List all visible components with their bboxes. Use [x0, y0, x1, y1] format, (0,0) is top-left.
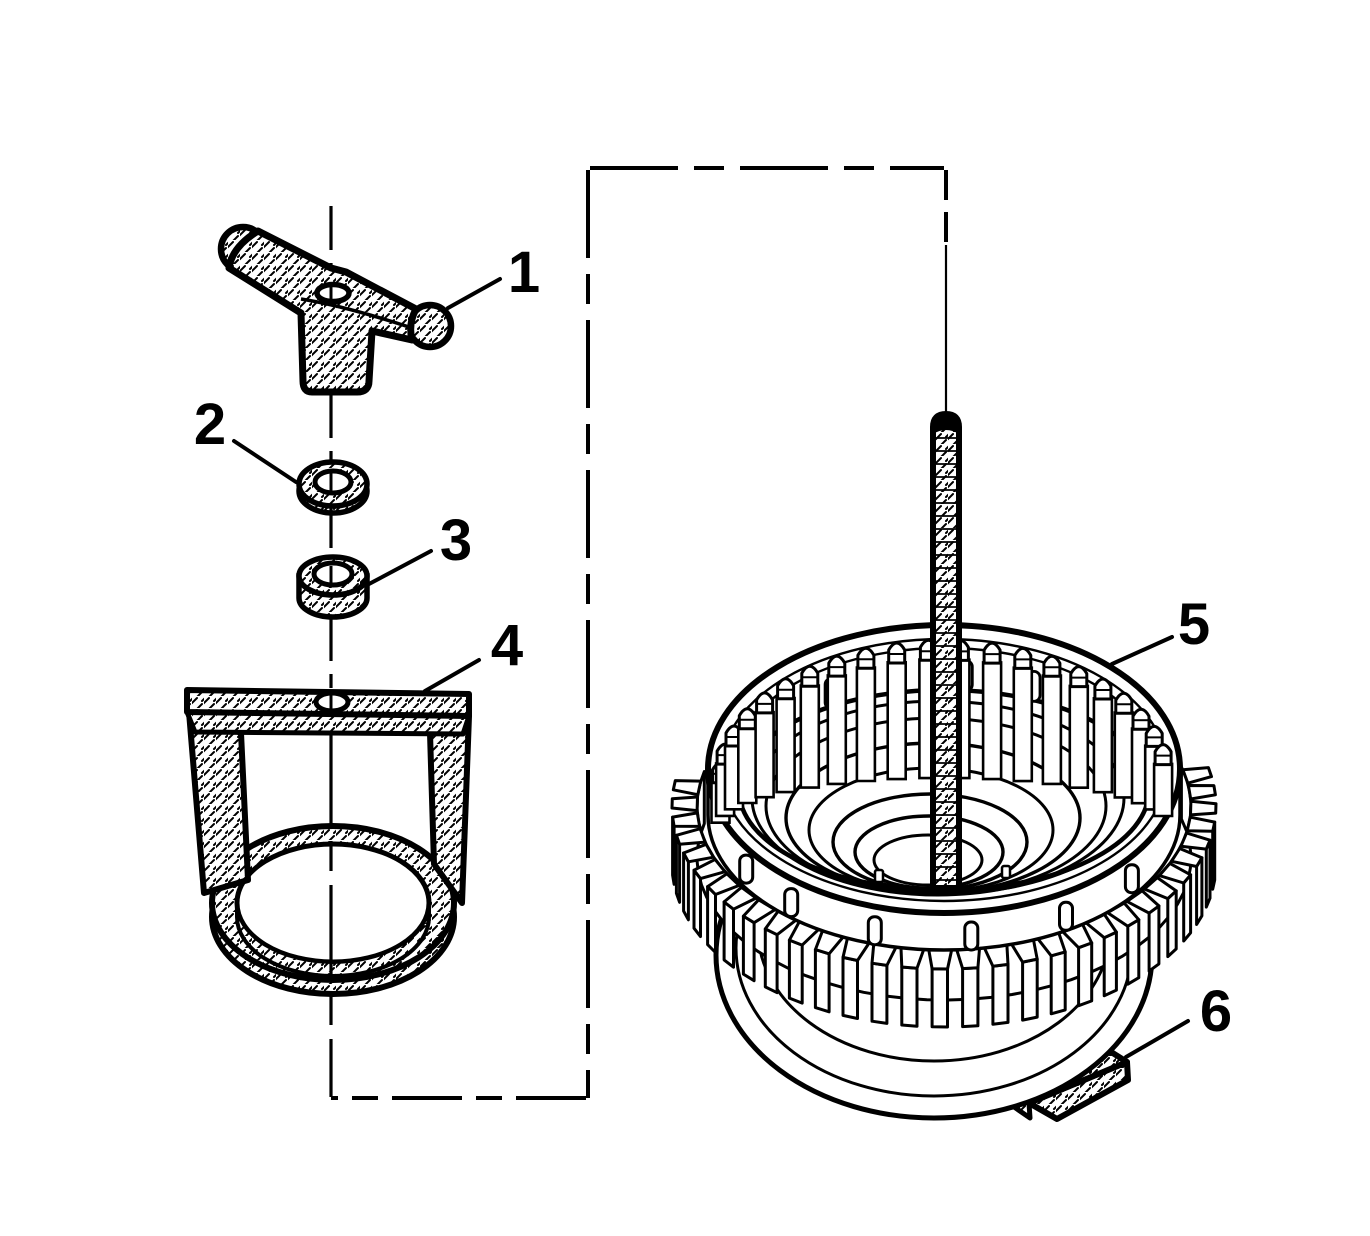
drum-spline-posts — [710, 638, 1174, 824]
leader-line-4 — [423, 658, 481, 693]
leader-line-6 — [1124, 1019, 1190, 1059]
clutch-drum — [670, 410, 1218, 1121]
callout-2: 2 — [194, 392, 226, 457]
leader-line-2 — [232, 439, 298, 484]
callout-4: 4 — [491, 613, 523, 678]
leader-line-5 — [1110, 635, 1174, 666]
callout-5: 5 — [1178, 592, 1210, 657]
spacer-washer — [296, 554, 370, 620]
handle-face-line — [300, 297, 410, 329]
wing-handle — [217, 223, 455, 396]
puller-bridge — [184, 687, 472, 997]
threaded-rod — [930, 410, 962, 891]
leader-line-3 — [367, 549, 433, 586]
callouts: 1 2 3 4 5 6 — [194, 240, 1232, 1059]
bridge-ring-inner-wall — [235, 901, 431, 978]
callout-3: 3 — [440, 508, 472, 573]
handle-center-hole — [314, 281, 352, 305]
assembly-boundary-dashes — [331, 166, 948, 1100]
drum-band-slots — [738, 853, 1140, 952]
flat-washer — [296, 459, 370, 516]
callout-1: 1 — [508, 240, 540, 305]
callout-6: 6 — [1200, 979, 1232, 1044]
rod-top-cap — [933, 413, 959, 434]
leader-line-1 — [446, 277, 502, 310]
handle-body — [225, 227, 420, 396]
